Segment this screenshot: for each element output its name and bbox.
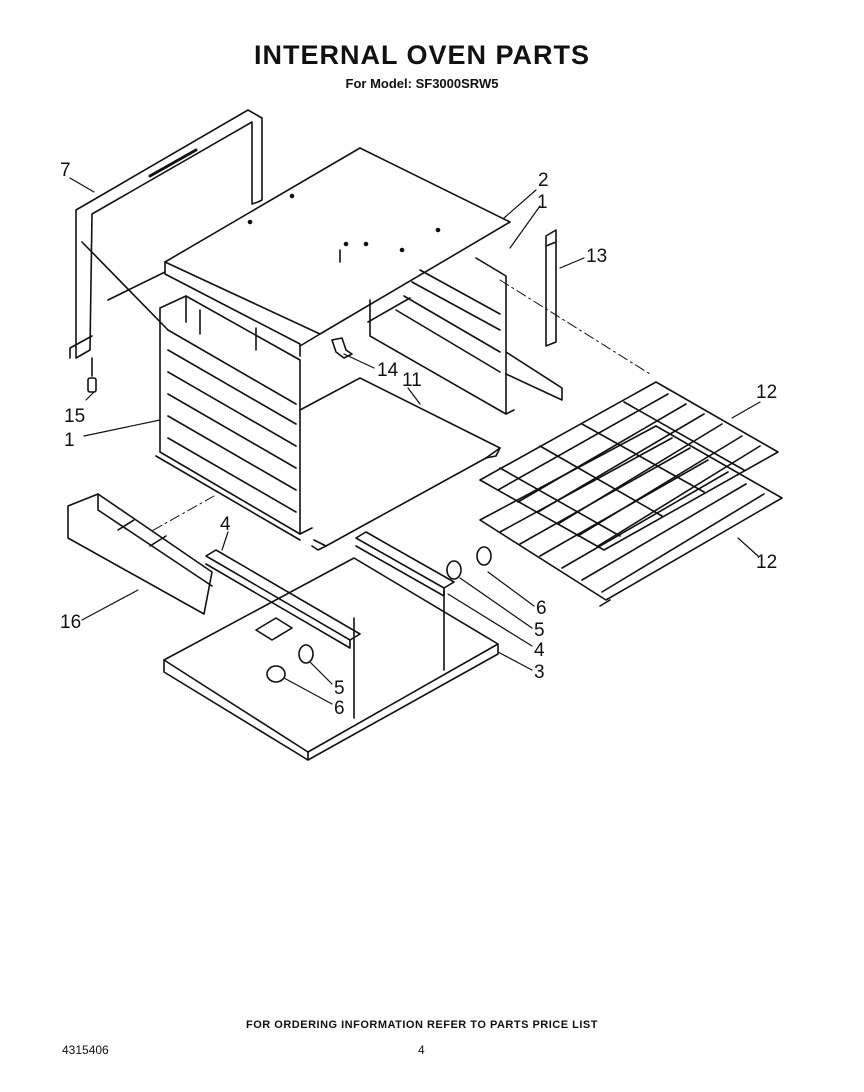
callout-13: 13 [586,246,607,267]
part-14-clip [331,337,353,359]
callout-labels: 7 2 1 13 14 11 15 1 12 12 4 16 6 5 4 3 5… [60,160,777,719]
part-12-oven-rack-lower [479,425,783,607]
callout-1-right: 1 [537,192,548,213]
callout-3: 3 [534,662,545,683]
ordering-note: FOR ORDERING INFORMATION REFER TO PARTS … [246,1019,598,1031]
callout-5-right: 5 [534,620,545,641]
callout-1-left: 1 [64,430,75,451]
part-4-runner-left [205,549,361,649]
part-16-front-trim [67,493,213,615]
callout-11: 11 [402,370,422,391]
model-subtitle: For Model: SF3000SRW5 [345,76,499,91]
part-7-rear-panel [69,109,263,359]
part-5-6-knob-left [266,644,314,683]
callout-15: 15 [64,406,85,427]
part-13-side-strip [545,229,557,347]
callout-6-left: 6 [334,698,345,719]
callout-4-right: 4 [534,640,545,661]
part-3-tray [163,557,499,761]
page-number: 4 [418,1043,425,1057]
leader-lines [69,177,761,705]
part-1-right-side-panel [367,257,563,415]
callout-6-right: 6 [536,598,547,619]
part-1-left-side-panel [155,295,313,541]
document-number: 4315406 [62,1043,109,1057]
alignment-lines [149,279,651,533]
callout-14: 14 [377,360,399,381]
part-4-runner-right [355,531,455,597]
part-11-oven-bottom [299,377,501,551]
callout-7: 7 [60,160,71,181]
part-2-cavity-top [107,147,511,357]
part-12-oven-rack-upper [479,381,779,551]
part-5-6-knob-right [446,546,492,580]
callout-5-left: 5 [334,678,345,699]
callout-4-left: 4 [220,514,231,535]
callout-12-upper: 12 [756,382,777,403]
part-15-fastener [87,357,97,393]
callout-12-lower: 12 [756,552,777,573]
callout-16: 16 [60,612,81,633]
callout-2: 2 [538,170,549,191]
page-title: INTERNAL OVEN PARTS [253,40,591,70]
